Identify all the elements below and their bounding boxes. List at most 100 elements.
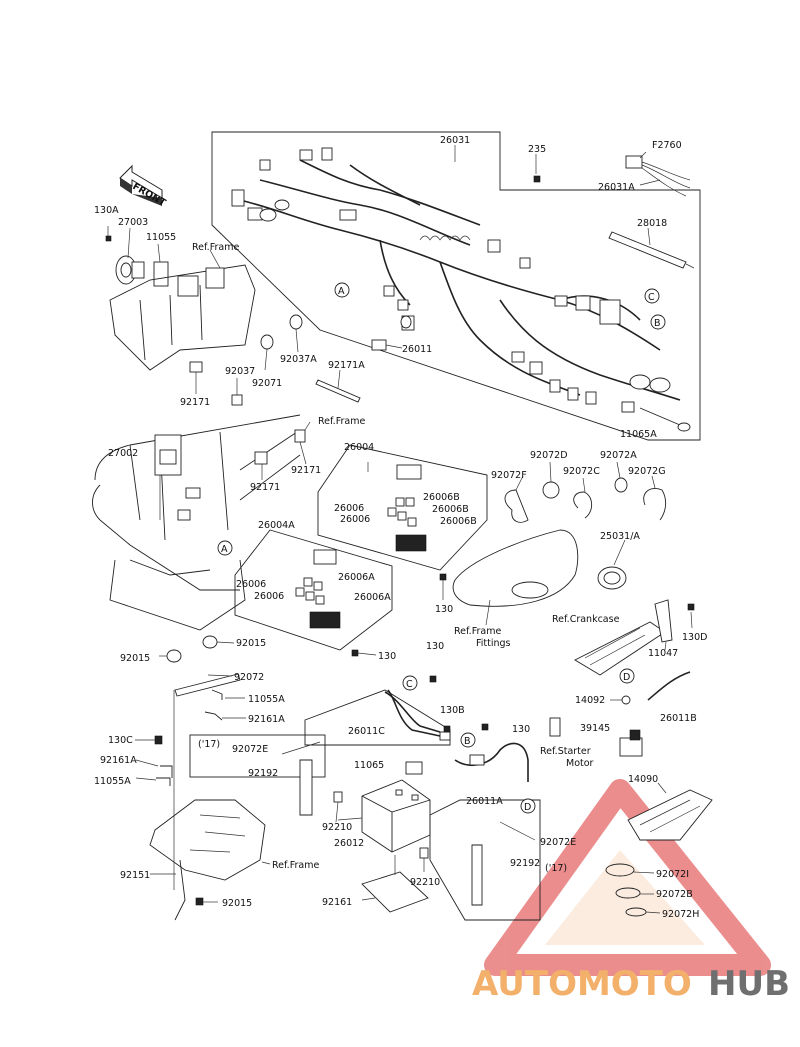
label-130-d: 130 <box>512 724 530 735</box>
label-26011b: 26011B <box>660 713 697 724</box>
label-92072d: 92072D <box>530 450 568 461</box>
label-92171a: 92171A <box>328 360 365 371</box>
label-26006a-b: 26006A <box>354 592 391 603</box>
watermark-text: AUTOMOTO HUB <box>472 964 790 1004</box>
label-11065: 11065 <box>354 760 384 771</box>
sub-harness-26031a <box>625 151 691 197</box>
label-92161: 92161 <box>322 897 352 908</box>
label-ref-frame-2: Ref.Frame <box>318 416 365 427</box>
label-130a: 130A <box>94 205 119 216</box>
label-14092: 14092 <box>575 695 605 706</box>
label-130-a: 130 <box>435 604 453 615</box>
frame-fittings <box>452 529 627 626</box>
label-92072h: 92072H <box>662 909 699 920</box>
label-130-c: 130 <box>426 641 444 652</box>
label-ref-frame-1: Ref.Frame <box>192 242 239 253</box>
clamps-bottom-right <box>605 863 661 917</box>
lower-left-parts <box>135 635 271 921</box>
connector-a-1: A <box>338 286 345 297</box>
label-11055: 11055 <box>146 232 176 243</box>
label-26006-c: 26006 <box>340 514 370 525</box>
label-26011a: 26011A <box>466 796 503 807</box>
battery-group <box>189 689 541 921</box>
label-26006-a: 26006 <box>334 503 364 514</box>
connector-c-2: C <box>406 679 413 690</box>
label-26006a-a: 26006A <box>338 572 375 583</box>
label-39145: 39145 <box>580 723 610 734</box>
relay-box-26004 <box>317 444 488 571</box>
label-92037: 92037 <box>225 366 255 377</box>
harness-group <box>211 131 701 441</box>
label-26006-d: 26006 <box>236 579 266 590</box>
label-ref-frame-fittings-2: Fittings <box>476 638 511 649</box>
starter-relay-group <box>549 671 713 841</box>
label-92210-a: 92210 <box>322 822 352 833</box>
label-year-17-a: ('17) <box>198 739 220 750</box>
label-92151: 92151 <box>120 870 150 881</box>
bolt-130-a <box>439 573 447 581</box>
bolt-130-d <box>481 723 489 731</box>
label-130b: 130B <box>440 705 465 716</box>
label-26006b-c: 26006B <box>440 516 477 527</box>
label-ref-crankcase: Ref.Crankcase <box>552 614 620 625</box>
grommets <box>231 314 361 406</box>
connector-d-1: D <box>623 672 630 683</box>
label-26006b-a: 26006B <box>423 492 460 503</box>
connector-c-1: C <box>648 292 655 303</box>
label-26006b-b: 26006B <box>432 504 469 515</box>
front-arrow-icon: FRONT <box>119 164 168 209</box>
main-frame <box>92 414 311 631</box>
bolt-130b <box>443 725 451 733</box>
label-11047: 11047 <box>648 648 678 659</box>
label-26011: 26011 <box>402 344 432 355</box>
label-25031a: 25031/A <box>600 531 640 542</box>
watermark-part-2: HUB <box>708 964 790 1004</box>
label-92072c: 92072C <box>563 466 600 477</box>
label-92072e: 92072E <box>232 744 268 755</box>
label-28018: 28018 <box>637 218 667 229</box>
label-27003: 27003 <box>118 217 148 228</box>
label-235: 235 <box>528 144 546 155</box>
connector-d-2: D <box>524 802 531 813</box>
label-130-b: 130 <box>378 651 396 662</box>
label-f2760: F2760 <box>652 140 682 151</box>
label-92192-b: 92192 <box>510 858 540 869</box>
connector-b-2: B <box>464 736 471 747</box>
callout-labels: 26031 235 F2760 26031A 28018 130A 27003 … <box>94 135 707 920</box>
label-92072f: 92072F <box>491 470 527 481</box>
label-92072b: 92072B <box>656 889 693 900</box>
label-92072i: 92072I <box>656 869 689 880</box>
crankcase <box>574 599 695 676</box>
label-11065a: 11065A <box>620 429 657 440</box>
label-92015-c: 92015 <box>222 898 252 909</box>
label-92192: 92192 <box>248 768 278 779</box>
label-92072a: 92072A <box>600 450 637 461</box>
label-92161a: 92161A <box>248 714 285 725</box>
label-26031a: 26031A <box>598 182 635 193</box>
label-26004a: 26004A <box>258 520 295 531</box>
label-26031: 26031 <box>440 135 470 146</box>
label-26011c: 26011C <box>348 726 385 737</box>
wire-26011c <box>384 691 441 733</box>
watermark-part-1: AUTOMOTO <box>472 964 692 1004</box>
bolt-130-c <box>429 675 437 683</box>
label-ref-frame-3: Ref.Frame <box>272 860 319 871</box>
label-92072e-b: 92072E <box>540 837 576 848</box>
watermark-logo <box>484 779 771 976</box>
label-year-17-b: ('17) <box>545 863 567 874</box>
connector-b-1: B <box>654 318 661 329</box>
label-ref-frame-fittings-1: Ref.Frame <box>454 626 501 637</box>
label-92072g: 92072G <box>628 466 666 477</box>
label-92015-b: 92015 <box>120 653 150 664</box>
label-92171-a: 92171 <box>180 397 210 408</box>
label-26006-e: 26006 <box>254 591 284 602</box>
label-92171-c: 92171 <box>291 465 321 476</box>
label-130c: 130C <box>108 735 133 746</box>
clamps-92072 <box>504 461 667 523</box>
label-26012: 26012 <box>334 838 364 849</box>
label-92015-a: 92015 <box>236 638 266 649</box>
connector-markers: A A B B C C D D <box>217 282 666 814</box>
bolt-130-b <box>351 649 359 657</box>
label-11055a-b: 11055A <box>94 776 131 787</box>
label-14090: 14090 <box>628 774 658 785</box>
